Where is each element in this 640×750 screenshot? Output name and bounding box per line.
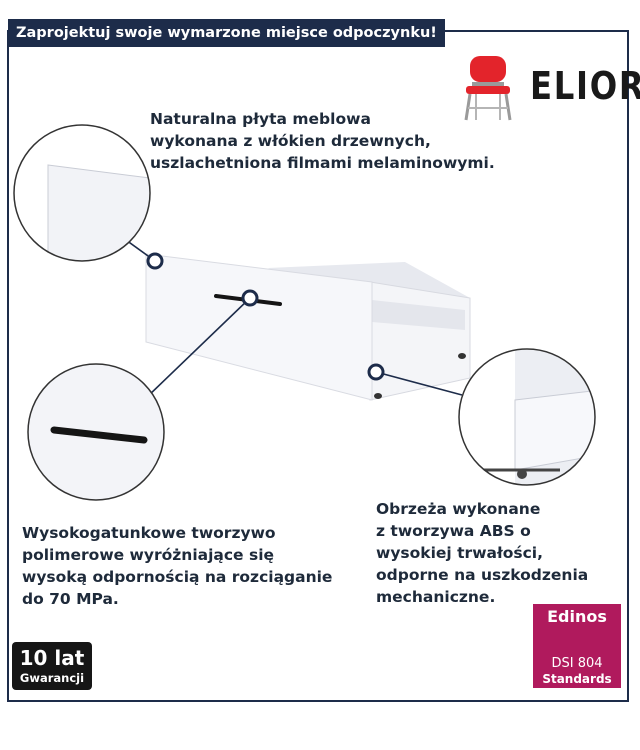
drawer-image bbox=[145, 253, 471, 401]
chair-icon bbox=[464, 56, 512, 121]
zoom-circle-board bbox=[13, 124, 151, 262]
warranty-years: 10 lat bbox=[19, 646, 85, 670]
feature-board-text: Naturalna płyta meblowa wykonana z włóki… bbox=[150, 110, 495, 172]
warranty-label: Gwarancji bbox=[19, 671, 85, 685]
zoom-circle-handle bbox=[27, 363, 165, 501]
zoom-circle-edge bbox=[458, 348, 596, 486]
edinos-badge: Edinos DSI 804 Standards bbox=[533, 604, 621, 688]
feature-handle-text: Wysokogatunkowe tworzywo polimerowe wyró… bbox=[22, 524, 333, 608]
callout-markers bbox=[146, 252, 385, 381]
edinos-label: Standards bbox=[542, 672, 612, 686]
page-banner: Zaprojektuj swoje wymarzone miejsce odpo… bbox=[8, 19, 445, 47]
brand-logo: ELIOR bbox=[530, 64, 640, 108]
feature-edge-text: Obrzeża wykonane z tworzywa ABS o wysoki… bbox=[376, 500, 589, 606]
edinos-code: DSI 804 bbox=[551, 656, 603, 671]
edinos-name: Edinos bbox=[547, 607, 607, 626]
warranty-badge: 10 lat Gwarancji bbox=[12, 642, 92, 690]
